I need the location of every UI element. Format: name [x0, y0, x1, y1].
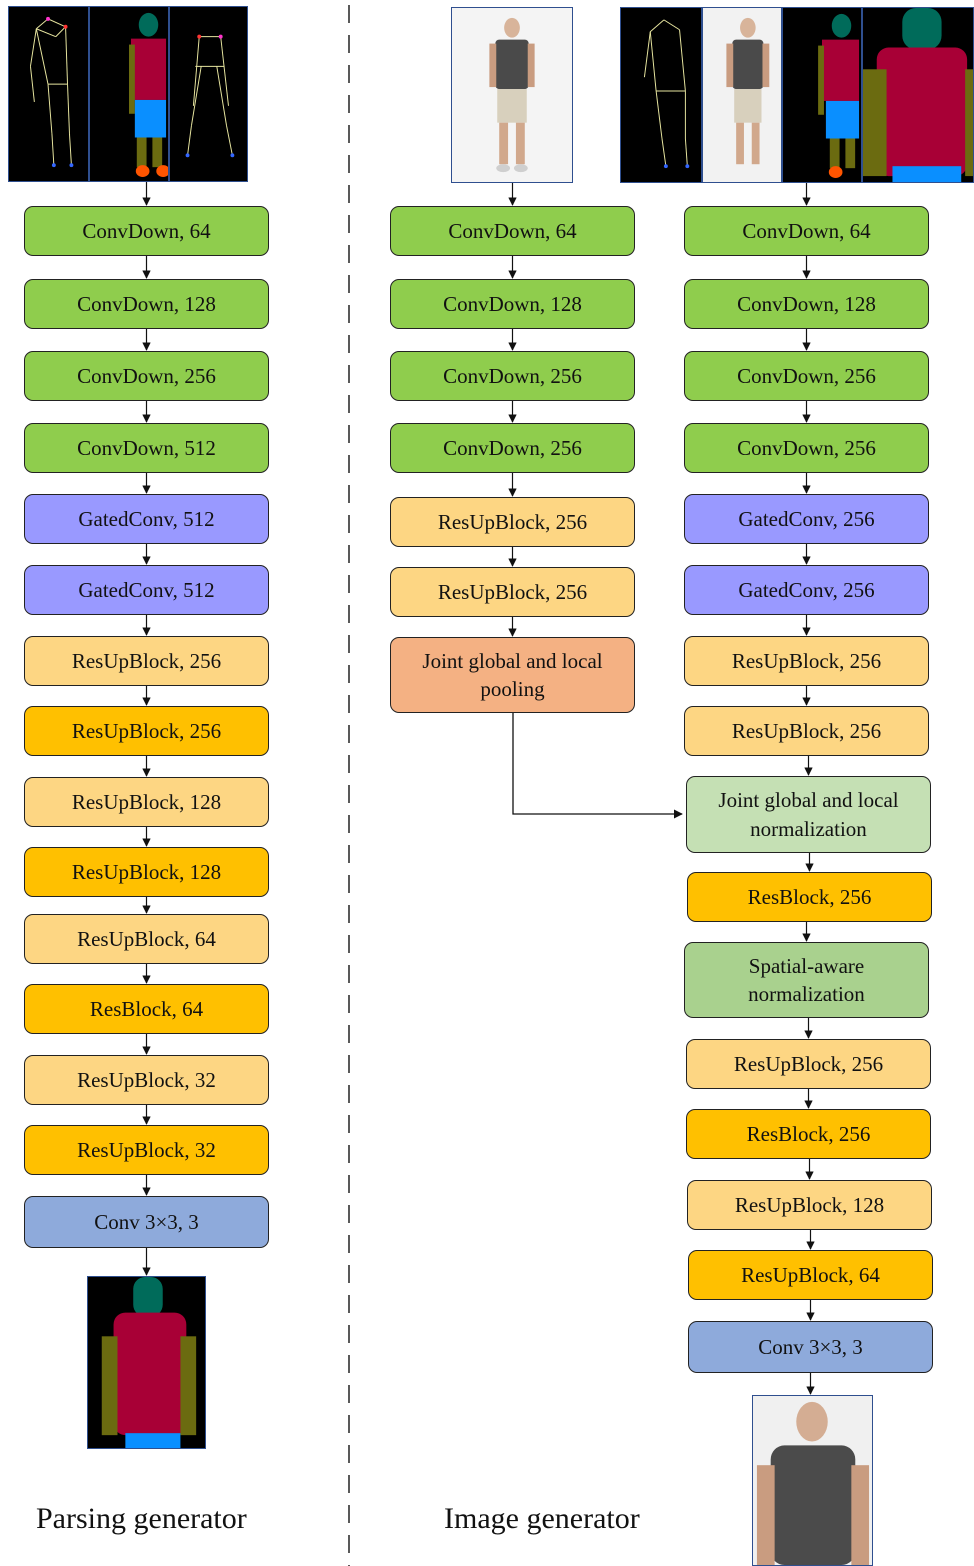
source-block-7-joint-global-and-local-pooling: Joint global and local pooling [390, 637, 635, 713]
generated-person-photo [752, 1395, 873, 1566]
image-block-1-convdown-64: ConvDown, 64 [684, 206, 929, 256]
parsing-block-14-resupblock-32: ResUpBlock, 32 [24, 1125, 269, 1175]
parsing-block-12-resblock-64: ResBlock, 64 [24, 984, 269, 1034]
image-block-8-resupblock-256: ResUpBlock, 256 [684, 706, 929, 756]
image-block-14-resupblock-128: ResUpBlock, 128 [687, 1180, 932, 1230]
source-block-2-convdown-128: ConvDown, 128 [390, 279, 635, 329]
pooling-to-normalization-arrow [512, 712, 683, 819]
source-block-5-resupblock-256: ResUpBlock, 256 [390, 497, 635, 547]
parsing-generator-caption: Parsing generator [36, 1502, 247, 1535]
source-block-1-convdown-64: ConvDown, 64 [390, 206, 635, 256]
image-input-segmentation-image [782, 7, 862, 183]
parsing-block-11-resupblock-64: ResUpBlock, 64 [24, 914, 269, 964]
image-input-pose-image [620, 7, 702, 183]
parsing-block-7-resupblock-256: ResUpBlock, 256 [24, 636, 269, 686]
parsing-output-segmentation-image [87, 1276, 206, 1449]
image-block-5-gatedconv-256: GatedConv, 256 [684, 494, 929, 544]
image-generator-caption: Image generator [444, 1502, 640, 1535]
image-block-4-convdown-256: ConvDown, 256 [684, 423, 929, 473]
parsing-block-1-convdown-64: ConvDown, 64 [24, 206, 269, 256]
image-block-7-resupblock-256: ResUpBlock, 256 [684, 636, 929, 686]
parsing-block-9-resupblock-128: ResUpBlock, 128 [24, 777, 269, 827]
parsing-input-segmentation-image [89, 6, 169, 182]
image-block-9-joint-global-and-local-normalization: Joint global and local normalization [686, 776, 931, 853]
parsing-block-3-convdown-256: ConvDown, 256 [24, 351, 269, 401]
parsing-block-13-resupblock-32: ResUpBlock, 32 [24, 1055, 269, 1105]
image-input-person-photo [702, 7, 782, 183]
image-block-11-spatial-aware-normalization: Spatial-aware normalization [684, 942, 929, 1018]
source-block-4-convdown-256: ConvDown, 256 [390, 423, 635, 473]
image-block-6-gatedconv-256: GatedConv, 256 [684, 565, 929, 615]
image-block-10-resblock-256: ResBlock, 256 [687, 872, 932, 922]
parsing-block-5-gatedconv-512: GatedConv, 512 [24, 494, 269, 544]
parsing-block-15-conv-3-3-3: Conv 3×3, 3 [24, 1196, 269, 1248]
image-block-15-resupblock-64: ResUpBlock, 64 [688, 1250, 933, 1300]
image-input-target-segmentation-image [862, 7, 974, 183]
image-block-3-convdown-256: ConvDown, 256 [684, 351, 929, 401]
image-block-13-resblock-256: ResBlock, 256 [686, 1109, 931, 1159]
source-block-6-resupblock-256: ResUpBlock, 256 [390, 567, 635, 617]
parsing-input-target-pose-image [169, 6, 248, 182]
parsing-block-4-convdown-512: ConvDown, 512 [24, 423, 269, 473]
image-block-2-convdown-128: ConvDown, 128 [684, 279, 929, 329]
parsing-block-10-resupblock-128: ResUpBlock, 128 [24, 847, 269, 897]
image-block-16-conv-3-3-3: Conv 3×3, 3 [688, 1321, 933, 1373]
parsing-block-6-gatedconv-512: GatedConv, 512 [24, 565, 269, 615]
source-person-photo [451, 7, 573, 183]
parsing-input-pose-image [8, 6, 89, 182]
image-block-12-resupblock-256: ResUpBlock, 256 [686, 1039, 931, 1089]
parsing-block-2-convdown-128: ConvDown, 128 [24, 279, 269, 329]
source-block-3-convdown-256: ConvDown, 256 [390, 351, 635, 401]
parsing-block-8-resupblock-256: ResUpBlock, 256 [24, 706, 269, 756]
